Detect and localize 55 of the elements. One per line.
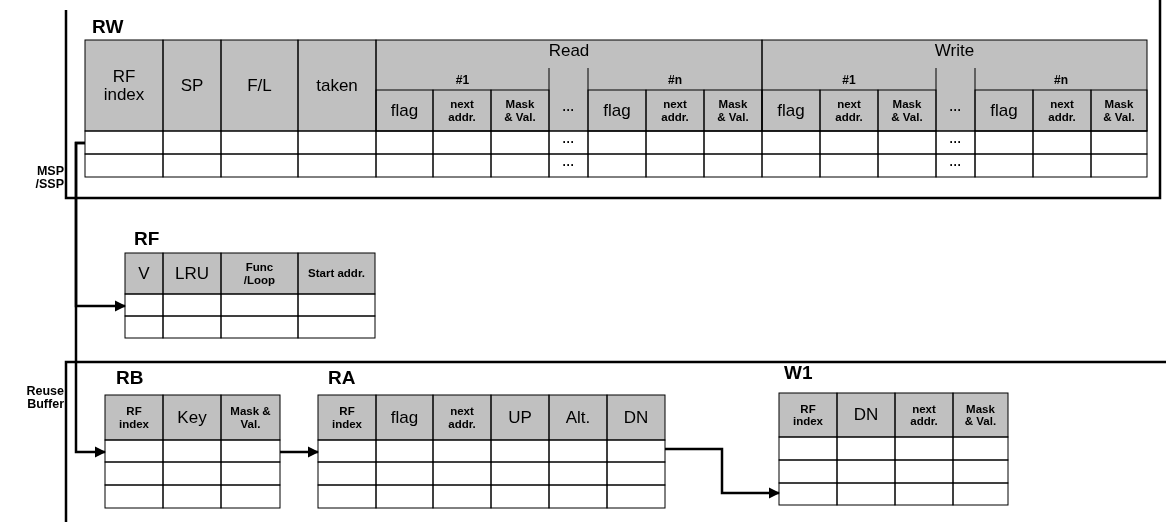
column-header: Start addr.: [307, 266, 366, 282]
column-header: RF index: [330, 404, 363, 432]
arrow: [665, 447, 781, 499]
column-header: SP: [179, 74, 205, 97]
column-header: RF index: [791, 401, 824, 429]
column-header: Write: [933, 42, 976, 62]
arrow: [280, 446, 320, 458]
column-header: V: [137, 262, 151, 285]
column-header: #n: [1053, 71, 1069, 89]
column-header: flag: [776, 99, 806, 122]
column-header: ···: [948, 102, 963, 120]
table-title: RW: [92, 15, 125, 39]
ellipsis: ···: [948, 157, 963, 175]
column-header: next addr.: [660, 97, 690, 125]
column-header: flag: [389, 99, 420, 122]
column-header: F/L: [246, 74, 273, 97]
column-header: DN: [852, 404, 880, 427]
column-header: Key: [176, 406, 208, 429]
column-header: #1: [454, 71, 471, 89]
column-header: Mask & Val.: [963, 401, 998, 429]
column-header: Read: [547, 42, 591, 62]
column-header: DN: [622, 406, 650, 429]
column-header: Mask & Val.: [716, 97, 750, 125]
column-header: next addr.: [909, 401, 939, 429]
region-label: Reuse Buffer: [25, 382, 64, 413]
column-header: Mask & Val.: [1102, 97, 1136, 125]
column-header: next addr.: [447, 404, 477, 432]
table-title: RA: [328, 367, 357, 389]
column-header: Mask & Val.: [890, 97, 924, 125]
column-header: next addr.: [1047, 97, 1077, 125]
arrow: [74, 141, 107, 458]
column-header: next addr.: [834, 97, 864, 125]
column-header: #1: [841, 71, 857, 89]
column-header: flag: [989, 99, 1019, 122]
column-header: Alt.: [564, 406, 592, 429]
column-header: ···: [561, 102, 576, 120]
column-header: Mask & Val.: [229, 404, 272, 432]
column-header: RF index: [102, 65, 146, 106]
column-header: UP: [507, 406, 533, 429]
column-header: LRU: [174, 262, 210, 285]
ellipsis: ···: [948, 134, 963, 152]
column-header: flag: [602, 99, 632, 122]
table-title: RB: [116, 367, 145, 389]
column-header: RF index: [117, 404, 150, 432]
region-label: MSP /SSP: [34, 162, 64, 193]
column-header: Func /Loop: [242, 260, 277, 288]
column-header: taken: [315, 74, 359, 97]
table-title: RF: [134, 228, 161, 250]
column-header: Mask & Val.: [503, 97, 537, 125]
ellipsis: ···: [561, 157, 576, 175]
ellipsis: ···: [561, 134, 576, 152]
table-title: W1: [784, 362, 814, 384]
column-header: flag: [389, 406, 420, 429]
column-header: #n: [667, 71, 683, 89]
column-header: next addr.: [447, 97, 477, 125]
